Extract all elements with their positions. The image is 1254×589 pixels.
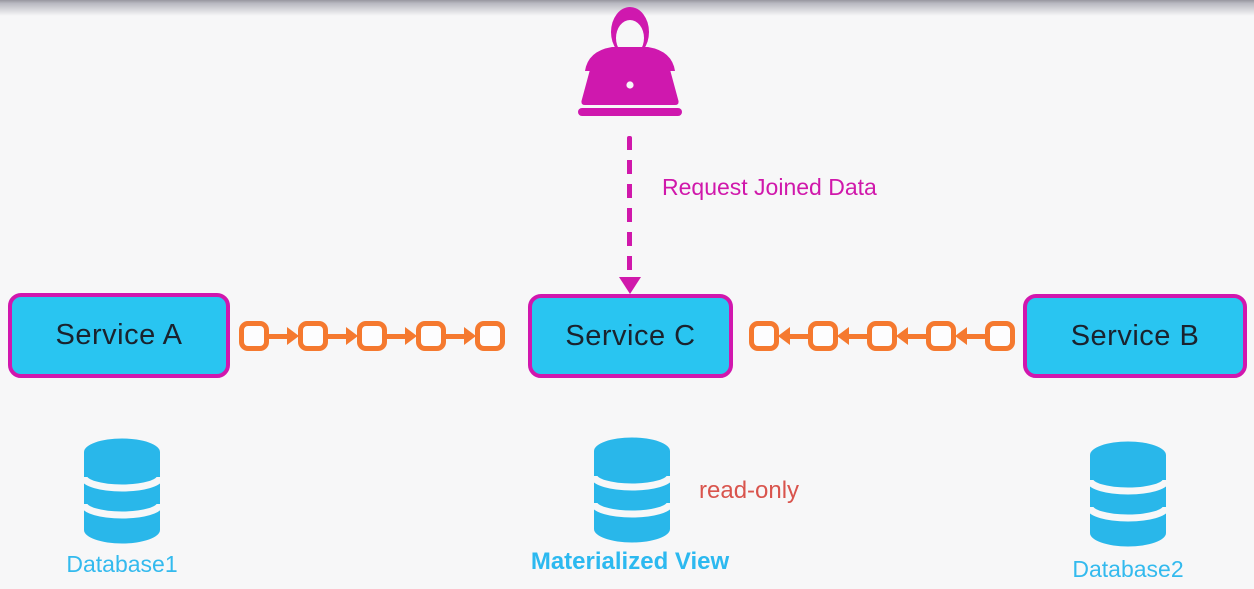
database1-label: Database1 (66, 551, 178, 577)
event-square-icon (416, 321, 446, 351)
database-cylinder-glyph (1086, 441, 1170, 547)
event-arrow-right-icon (386, 325, 417, 347)
event-square-icon (239, 321, 269, 351)
database2-label: Database2 (1072, 556, 1184, 582)
service-c-box: Service C (528, 294, 733, 378)
event-arrow-right-icon (268, 325, 299, 347)
service-a-box: Service A (8, 293, 230, 378)
materialized-view-label: Materialized View (530, 548, 730, 575)
service-a-label: Service A (55, 319, 183, 351)
event-square-icon (808, 321, 838, 351)
database2-icon (1086, 440, 1170, 553)
request-label: Request Joined Data (662, 174, 877, 200)
event-chain-b-to-c (749, 321, 1015, 351)
event-square-icon (357, 321, 387, 351)
event-arrow-right-icon (327, 325, 358, 347)
database-cylinder-glyph (590, 437, 674, 543)
event-square-icon (475, 321, 505, 351)
event-arrow-left-icon (955, 325, 986, 347)
database1-icon (80, 437, 164, 550)
event-arrow-left-icon (778, 325, 809, 347)
event-arrow-left-icon (896, 325, 927, 347)
database-cylinder-glyph (80, 438, 164, 544)
person-at-laptop-icon (578, 5, 682, 118)
event-chain-a-to-c (239, 321, 505, 351)
service-c-label: Service C (565, 319, 696, 352)
materialized-view-icon (590, 436, 674, 549)
event-square-icon (749, 321, 779, 351)
event-arrow-left-icon (837, 325, 868, 347)
read-only-annotation: read-only (699, 477, 800, 504)
event-square-icon (867, 321, 897, 351)
event-square-icon (926, 321, 956, 351)
person-at-laptop-glyph (578, 7, 682, 116)
service-b-box: Service B (1023, 294, 1247, 378)
request-arrow-dashed-line (627, 136, 632, 276)
service-b-label: Service B (1070, 319, 1200, 352)
event-arrow-right-icon (445, 325, 476, 347)
event-square-icon (985, 321, 1015, 351)
event-square-icon (298, 321, 328, 351)
request-arrow-head-icon (619, 277, 641, 294)
